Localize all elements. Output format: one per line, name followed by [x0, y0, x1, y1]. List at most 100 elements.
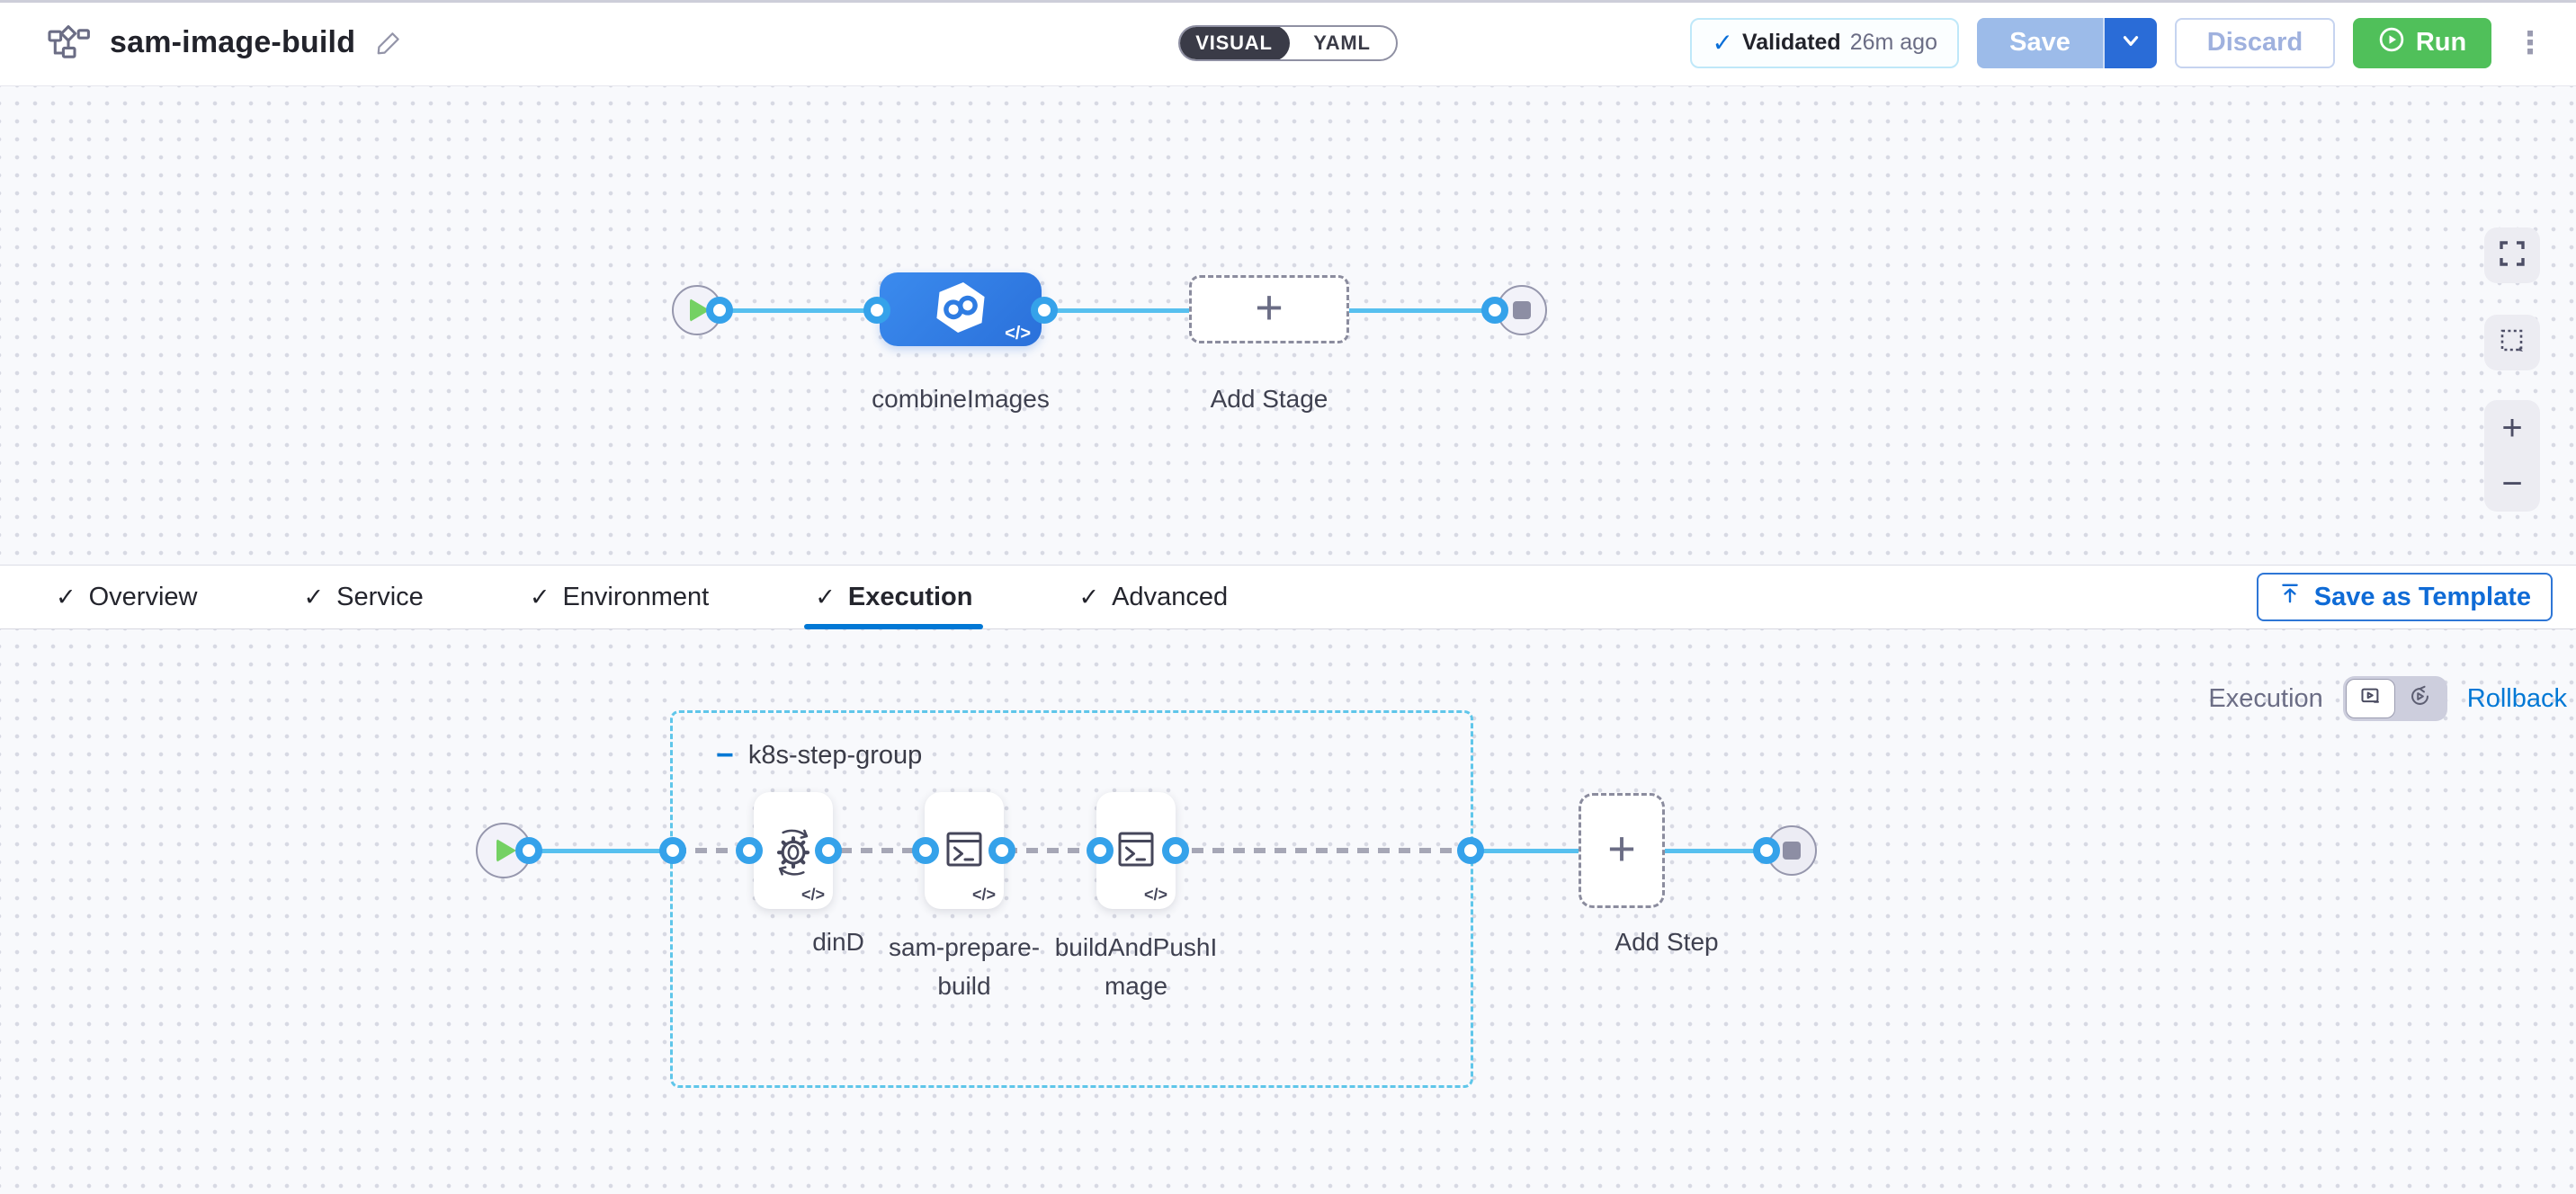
tab-label: Advanced [1112, 582, 1229, 611]
step-label: sam-prepare-build [888, 933, 1041, 1001]
execution-end-node[interactable] [1767, 825, 1817, 876]
rollback-toggle-button[interactable] [2395, 679, 2445, 718]
step-label: dinD [812, 928, 864, 956]
check-icon: ✓ [1712, 29, 1733, 57]
execution-rollback-switch: Execution [2208, 676, 2567, 721]
add-stage-label: Add Stage [1210, 385, 1328, 413]
port[interactable] [659, 837, 686, 864]
kebab-menu-icon[interactable]: ⋮ [2515, 25, 2545, 60]
port[interactable] [1162, 837, 1189, 864]
stage-connector-line [720, 308, 1497, 313]
save-as-template-button[interactable]: Save as Template [2256, 573, 2553, 621]
gear-sync-icon [764, 819, 823, 883]
chained-pipeline-hexagon-icon [933, 280, 988, 340]
code-icon: </> [1143, 886, 1167, 904]
code-icon: </> [1005, 324, 1031, 343]
run-button[interactable]: Run [2353, 17, 2491, 68]
edit-pencil-icon[interactable] [375, 30, 402, 57]
step-group-label: k8s-step-group [747, 740, 923, 770]
validated-time: 26m ago [1849, 30, 1937, 55]
toggle-visual[interactable]: VISUAL [1180, 27, 1290, 59]
tab-overview[interactable]: ✓ Overview [56, 566, 197, 628]
execution-canvas[interactable]: Execution [0, 629, 2576, 1194]
stop-icon [1783, 842, 1801, 860]
save-button[interactable]: Save [1977, 17, 2105, 68]
port[interactable] [736, 837, 763, 864]
add-step-button[interactable]: + [1579, 793, 1665, 908]
run-label: Run [2415, 28, 2467, 57]
port[interactable] [706, 297, 733, 324]
save-split-button: Save [1977, 17, 2157, 68]
check-icon: ✓ [56, 583, 76, 610]
execution-play-board-icon [2358, 684, 2383, 713]
save-as-template-label: Save as Template [2313, 582, 2531, 611]
discard-button[interactable]: Discard [2175, 17, 2335, 68]
terminal-icon [935, 820, 993, 882]
execution-toggle-button[interactable] [2345, 679, 2395, 718]
play-icon [690, 298, 710, 322]
selected-tab-underline [804, 624, 984, 629]
execution-rollback-toggle [2342, 676, 2447, 721]
fullscreen-icon [2498, 239, 2527, 272]
upload-icon [2278, 582, 2302, 612]
terminal-icon [1107, 820, 1165, 882]
port[interactable] [1457, 837, 1484, 864]
execution-mode-label: Execution [2208, 683, 2323, 713]
port[interactable] [1087, 837, 1114, 864]
port[interactable] [515, 837, 542, 864]
play-circle-icon [2378, 26, 2405, 60]
plus-icon: + [1607, 822, 1636, 876]
code-icon: </> [801, 886, 825, 904]
port[interactable] [815, 837, 842, 864]
tab-advanced[interactable]: ✓ Advanced [1078, 566, 1228, 628]
pipeline-title: sam-image-build [110, 25, 356, 59]
stage-canvas[interactable]: </> + combineImages Add Stage [0, 86, 2576, 565]
check-icon: ✓ [529, 583, 550, 610]
tab-service[interactable]: ✓ Service [303, 566, 423, 628]
tab-label: Execution [847, 582, 973, 611]
add-step-label: Add Step [1614, 928, 1719, 956]
stage-tabbar: ✓ Overview ✓ Service ✓ Environment ✓ Exe… [0, 565, 2576, 629]
tab-label: Environment [562, 582, 710, 611]
step-node-dind[interactable]: </> [754, 792, 833, 909]
step-label: buildAndPushImage [1054, 933, 1218, 1001]
port[interactable] [912, 837, 939, 864]
marquee-select-icon [2498, 326, 2527, 360]
tab-execution[interactable]: ✓ Execution [804, 566, 984, 629]
multi-select-button[interactable] [2484, 315, 2540, 370]
tab-environment[interactable]: ✓ Environment [530, 566, 709, 628]
check-icon: ✓ [303, 583, 325, 610]
window-top-edge [0, 0, 2576, 3]
toggle-yaml[interactable]: YAML [1313, 31, 1371, 54]
validated-label: Validated [1741, 30, 1841, 55]
stop-icon [1513, 301, 1531, 319]
play-icon [496, 839, 516, 862]
plus-icon: + [1255, 281, 1284, 334]
check-icon: ✓ [1078, 583, 1100, 610]
step-group-k8s[interactable]: − k8s-step-group [670, 710, 1473, 1088]
fullscreen-button[interactable] [2484, 227, 2540, 283]
port[interactable] [863, 297, 890, 324]
zoom-out-button[interactable]: − [2501, 464, 2523, 503]
stage-node-combineimages[interactable]: </> [880, 272, 1042, 346]
validated-badge[interactable]: ✓ Validated 26m ago [1690, 17, 1959, 68]
pipeline-header: sam-image-build VISUAL YAML ✓ Validated … [0, 0, 2576, 86]
rollback-circular-arrow-icon [2408, 684, 2432, 713]
execution-start-node[interactable] [476, 823, 532, 878]
step-connector-line [531, 849, 675, 853]
port[interactable] [1031, 297, 1058, 324]
add-stage-button[interactable]: + [1189, 275, 1349, 343]
port[interactable] [1753, 837, 1780, 864]
zoom-in-button[interactable]: + [2501, 408, 2523, 448]
port[interactable] [1481, 297, 1508, 324]
port[interactable] [988, 837, 1015, 864]
chevron-down-icon [2119, 29, 2142, 57]
save-options-button[interactable] [2105, 17, 2157, 68]
collapse-group-icon[interactable]: − [716, 738, 734, 772]
tab-label: Overview [88, 582, 198, 611]
rollback-link[interactable]: Rollback [2466, 683, 2567, 713]
tab-label: Service [336, 582, 424, 611]
stage-label: combineImages [872, 385, 1050, 413]
zoom-controls: + − [2484, 400, 2540, 512]
